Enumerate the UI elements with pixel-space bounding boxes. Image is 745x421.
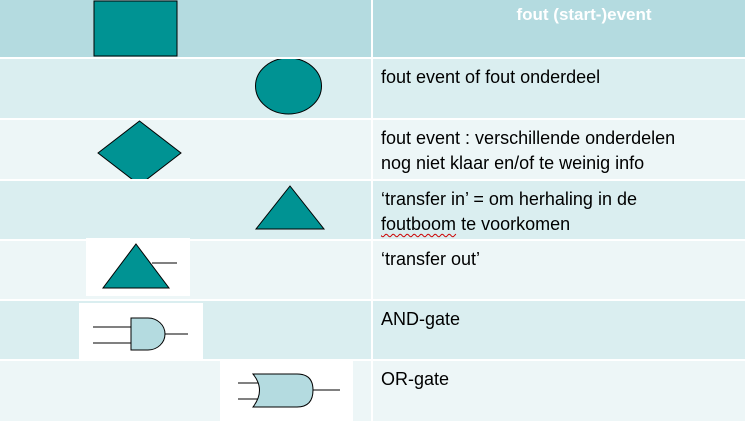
table-row: fout event of fout onderdeel <box>0 59 745 118</box>
header-row: fout (start-)event <box>0 0 745 57</box>
description-cell: fout event of fout onderdeel <box>373 59 745 118</box>
row-description-rest: te voorkomen <box>456 214 571 234</box>
or-gate-icon <box>238 373 340 408</box>
and-gate-icon <box>93 317 188 351</box>
table-row: OR-gate <box>0 361 745 421</box>
spellcheck-word: foutboom <box>381 214 457 234</box>
header-title: fout (start-)event <box>516 5 652 24</box>
symbol-cell <box>0 181 371 239</box>
description-cell: fout event : verschillende onderdelen no… <box>373 120 745 179</box>
row-description: fout event of fout onderdeel <box>381 67 601 87</box>
symbol-cell <box>0 120 371 179</box>
table-row: AND-gate <box>0 301 745 361</box>
description-cell: OR-gate <box>373 361 745 421</box>
symbol-cell <box>0 301 371 361</box>
row-description-line1: ‘transfer in’ = om herhaling in de <box>381 189 637 209</box>
symbol-cell <box>0 238 371 299</box>
circle-icon <box>255 59 322 115</box>
header-symbol-cell <box>0 0 371 57</box>
description-cell: AND-gate <box>373 301 745 359</box>
row-description: ‘transfer in’ = om herhaling in de foutbo… <box>381 187 737 237</box>
description-cell: ‘transfer out’ <box>373 241 745 299</box>
row-description: ‘transfer out’ <box>381 249 481 269</box>
row-description: fout event : verschillende onderdelen no… <box>381 128 676 173</box>
table-row: fout event : verschillende onderdelen no… <box>0 120 745 179</box>
row-description: AND-gate <box>381 309 461 329</box>
description-cell: ‘transfer in’ = om herhaling in de foutbo… <box>373 181 745 239</box>
rectangle-icon <box>93 0 178 57</box>
triangle-icon <box>254 185 326 230</box>
transfer-out-icon <box>102 243 177 289</box>
symbol-cell <box>0 361 371 421</box>
diamond-icon <box>97 120 182 179</box>
symbol-cell <box>0 59 371 118</box>
table-row: ‘transfer in’ = om herhaling in de foutbo… <box>0 181 745 239</box>
row-description: OR-gate <box>381 369 450 389</box>
header-text-cell: fout (start-)event <box>373 0 745 57</box>
table-row: ‘transfer out’ <box>0 238 745 299</box>
